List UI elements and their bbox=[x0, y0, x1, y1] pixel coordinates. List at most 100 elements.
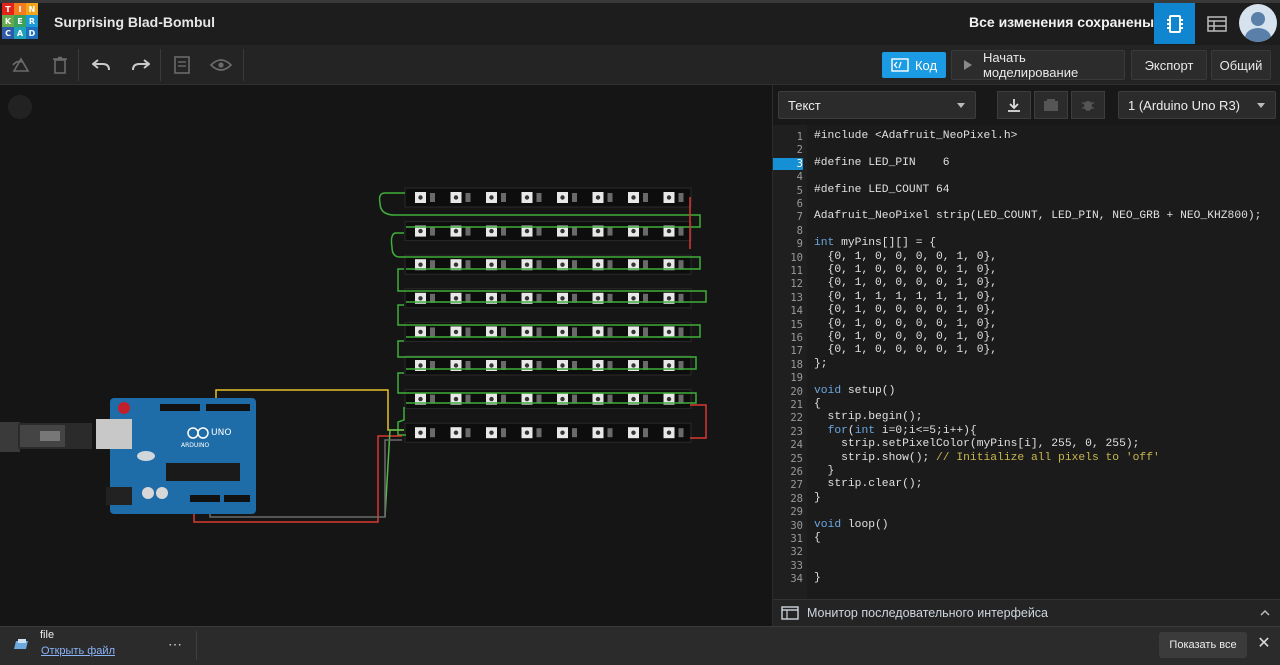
code-line[interactable]: #include <Adafruit_NeoPixel.h> bbox=[814, 130, 1018, 142]
notes-icon bbox=[174, 56, 190, 74]
code-line[interactable]: void setup() bbox=[814, 384, 896, 397]
wire[interactable] bbox=[397, 268, 707, 303]
led-pad bbox=[643, 293, 648, 303]
code-line[interactable]: {0, 1, 0, 0, 0, 0, 1, 0}, bbox=[814, 317, 998, 330]
neopixel-strip[interactable] bbox=[404, 221, 692, 242]
rotate-button[interactable] bbox=[9, 53, 33, 77]
rotate-icon bbox=[12, 57, 30, 72]
led-center bbox=[595, 262, 601, 267]
wire[interactable] bbox=[397, 407, 406, 436]
code-line[interactable]: { bbox=[814, 532, 821, 544]
fit-view-icon[interactable] bbox=[8, 95, 32, 119]
library-button[interactable] bbox=[1034, 91, 1068, 119]
line-number: 23 bbox=[790, 425, 803, 438]
code-line[interactable]: strip.clear(); bbox=[814, 478, 923, 491]
code-line[interactable]: #define LED_COUNT 64 bbox=[814, 183, 950, 196]
led-center bbox=[418, 363, 423, 368]
code-line[interactable]: } bbox=[814, 491, 821, 504]
neopixel-strip[interactable] bbox=[404, 254, 692, 275]
led-pad bbox=[430, 428, 435, 438]
delete-button[interactable] bbox=[48, 53, 72, 77]
serial-monitor-bar[interactable]: Монитор последовательного интерфейса bbox=[773, 599, 1280, 626]
code-line[interactable]: {0, 1, 0, 0, 0, 0, 1, 0}, bbox=[814, 344, 998, 357]
logo-letter: K bbox=[2, 15, 14, 27]
code-line[interactable]: } bbox=[814, 465, 835, 477]
code-line[interactable]: { bbox=[814, 398, 821, 410]
debugger-button[interactable] bbox=[1071, 91, 1105, 119]
led-pad bbox=[501, 327, 506, 337]
led-center bbox=[418, 195, 423, 200]
led-pad bbox=[536, 260, 542, 270]
wire[interactable] bbox=[397, 340, 697, 370]
led-pad bbox=[430, 260, 435, 270]
more-options-button[interactable]: ⋯ bbox=[168, 636, 182, 652]
start-simulation-button[interactable]: Начать моделирование bbox=[951, 50, 1125, 80]
line-number: 10 bbox=[790, 251, 803, 264]
wire[interactable] bbox=[390, 232, 701, 270]
code-line[interactable]: #define LED_PIN 6 bbox=[814, 156, 950, 169]
led-pad bbox=[465, 293, 471, 303]
code-line[interactable]: strip.begin(); bbox=[814, 411, 923, 424]
wire[interactable] bbox=[384, 429, 404, 518]
wire[interactable] bbox=[397, 372, 697, 404]
visibility-button[interactable] bbox=[209, 53, 233, 77]
neopixel-strip[interactable] bbox=[404, 187, 692, 208]
share-button[interactable]: Общий bbox=[1211, 50, 1271, 80]
code-mode-select[interactable]: Текст bbox=[778, 91, 976, 119]
led-pad bbox=[572, 361, 577, 370]
download-code-button[interactable] bbox=[997, 91, 1031, 119]
code-line[interactable]: }; bbox=[814, 357, 828, 370]
circuit-canvas[interactable]: ARDUINO UNO bbox=[0, 85, 772, 626]
line-number: 15 bbox=[790, 318, 803, 331]
code-line[interactable]: void loop() bbox=[814, 518, 889, 531]
neopixel-strip[interactable] bbox=[404, 422, 692, 443]
neopixel-strip[interactable] bbox=[404, 355, 692, 376]
chevron-down-icon bbox=[1257, 103, 1265, 108]
led-pad bbox=[430, 361, 435, 370]
wire[interactable] bbox=[397, 304, 701, 338]
code-line[interactable]: {0, 1, 0, 0, 0, 0, 1, 0}, bbox=[814, 264, 998, 276]
code-line[interactable]: strip.show(); // Initialize all pixels t… bbox=[814, 451, 1160, 464]
code-line[interactable]: {0, 1, 0, 0, 0, 0, 1, 0}, bbox=[814, 331, 998, 343]
code-button[interactable]: Код bbox=[882, 52, 946, 78]
led-center bbox=[453, 363, 459, 368]
close-download-bar-button[interactable]: ✕ bbox=[1257, 635, 1271, 652]
led-center bbox=[489, 430, 494, 435]
export-button[interactable]: Экспорт bbox=[1131, 50, 1207, 80]
code-line[interactable]: {0, 1, 0, 0, 0, 0, 1, 0}, bbox=[814, 250, 998, 263]
arduino-board[interactable]: ARDUINO UNO bbox=[0, 398, 256, 514]
led-center bbox=[631, 262, 636, 267]
neopixel-strip[interactable] bbox=[404, 389, 692, 410]
open-file-link[interactable]: Открыть файл bbox=[41, 645, 115, 657]
code-line[interactable]: for(int i=0;i<=5;i++){ bbox=[827, 424, 977, 437]
code-line[interactable]: int myPins[][] = { bbox=[814, 237, 937, 250]
board-select[interactable]: 1 (Arduino Uno R3) bbox=[1118, 91, 1276, 119]
led-pad bbox=[430, 394, 435, 404]
led-center bbox=[666, 195, 672, 200]
wire[interactable] bbox=[193, 435, 402, 523]
code-line[interactable]: {0, 1, 0, 0, 0, 0, 1, 0}, bbox=[814, 304, 998, 317]
wire[interactable] bbox=[689, 197, 707, 439]
led-pad bbox=[430, 293, 435, 303]
circuit-view-button[interactable] bbox=[1154, 3, 1195, 44]
notes-button[interactable] bbox=[170, 53, 194, 77]
line-number: 9 bbox=[796, 238, 803, 251]
chevron-up-icon[interactable] bbox=[1260, 609, 1270, 616]
code-line[interactable]: {0, 1, 0, 0, 0, 0, 1, 0}, bbox=[814, 277, 998, 290]
code-line[interactable]: {0, 1, 1, 1, 1, 1, 1, 0}, bbox=[814, 290, 998, 303]
wire[interactable] bbox=[378, 192, 701, 228]
led-center bbox=[595, 363, 601, 368]
redo-button[interactable] bbox=[129, 53, 153, 77]
code-line[interactable]: Adafruit_NeoPixel strip(LED_COUNT, LED_P… bbox=[814, 210, 1262, 223]
undo-button[interactable] bbox=[89, 53, 113, 77]
neopixel-strip[interactable] bbox=[404, 288, 692, 309]
user-avatar[interactable] bbox=[1239, 4, 1277, 42]
code-editor[interactable]: #include <Adafruit_NeoPixel.h> #define LE… bbox=[773, 125, 1280, 599]
component-list-button[interactable] bbox=[1199, 3, 1235, 44]
show-all-button[interactable]: Показать все bbox=[1159, 632, 1247, 658]
code-line[interactable]: } bbox=[814, 572, 821, 585]
project-title[interactable]: Surprising Blad-Bombul bbox=[54, 14, 215, 30]
code-line[interactable]: strip.setPixelColor(myPins[i], 255, 0, 2… bbox=[814, 438, 1140, 451]
